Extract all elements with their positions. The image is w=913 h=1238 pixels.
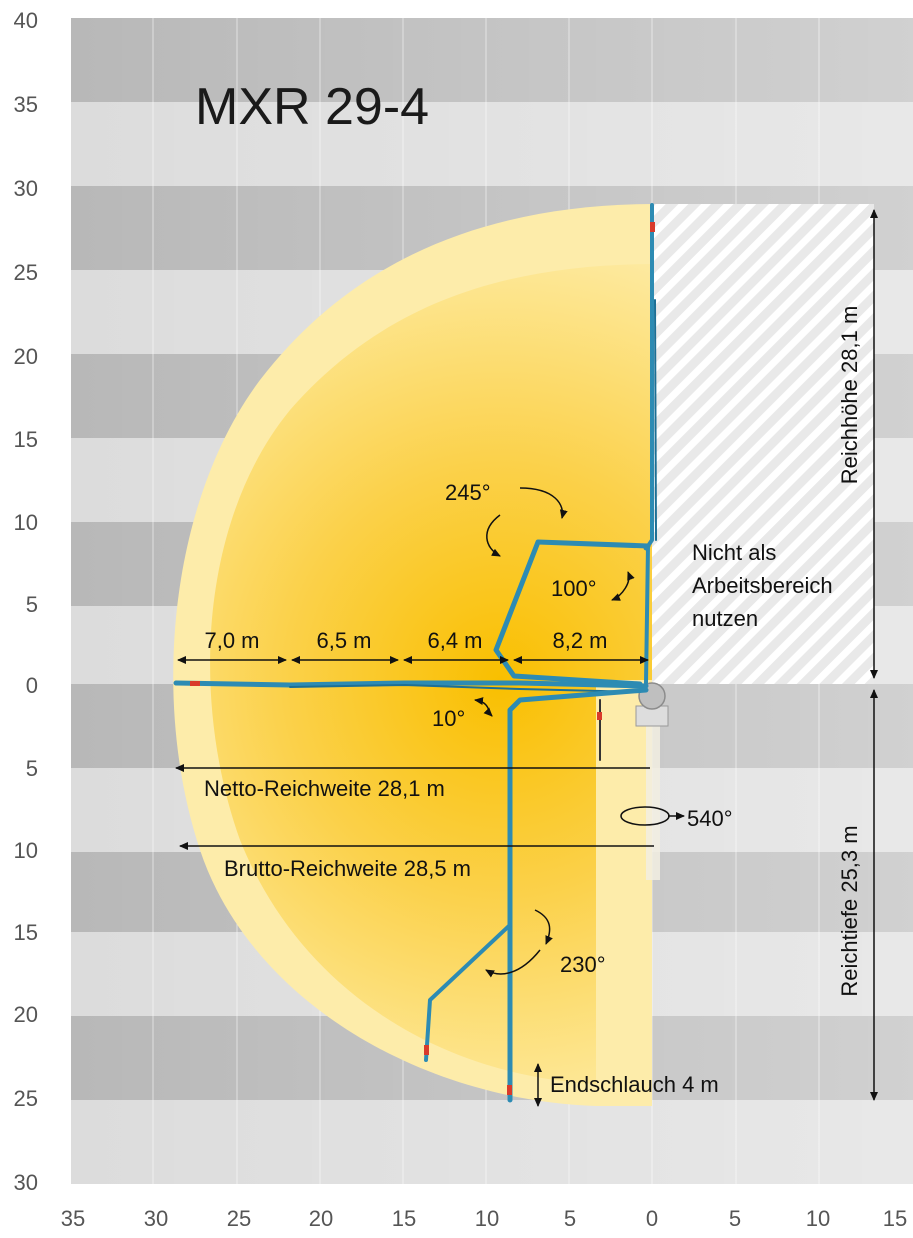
angle-230-label: 230° — [560, 952, 606, 977]
y-label: 25 — [14, 260, 38, 285]
segment-label: 8,2 m — [552, 628, 607, 653]
x-label: 5 — [564, 1206, 576, 1231]
angle-100-label: 100° — [551, 576, 597, 601]
angle-10-label: 10° — [432, 706, 465, 731]
y-label: 40 — [14, 8, 38, 33]
no-work-area-line1: Nicht als — [692, 540, 776, 565]
x-label: 35 — [61, 1206, 85, 1231]
y-label: 10 — [14, 838, 38, 863]
x-label: 25 — [227, 1206, 251, 1231]
boom-tips — [190, 222, 655, 1095]
y-label: 35 — [14, 92, 38, 117]
end-hose-label: Endschlauch 4 m — [550, 1072, 719, 1097]
y-label: 0 — [26, 673, 38, 698]
reach-arrows — [175, 764, 654, 850]
y-label: 15 — [14, 427, 38, 452]
x-label: 30 — [144, 1206, 168, 1231]
brutto-reach-label: Brutto-Reichweite 28,5 m — [224, 856, 471, 881]
chart-title: MXR 29-4 — [195, 78, 429, 136]
vertical-dimensions — [534, 209, 878, 1107]
angle-540-label: 540° — [687, 806, 733, 831]
y-label: 30 — [14, 1170, 38, 1195]
x-label: 15 — [883, 1206, 907, 1231]
angle-arrows — [474, 487, 685, 978]
segment-label: 7,0 m — [204, 628, 259, 653]
y-label: 5 — [26, 592, 38, 617]
reach-zone — [173, 204, 653, 1106]
no-work-area-line3: nutzen — [692, 606, 758, 631]
x-label: 10 — [806, 1206, 830, 1231]
y-label: 20 — [14, 1002, 38, 1027]
y-label: 5 — [26, 756, 38, 781]
y-label: 30 — [14, 176, 38, 201]
x-label: 5 — [729, 1206, 741, 1231]
y-label: 10 — [14, 510, 38, 535]
reach-height-label: Reichhöhe 28,1 m — [837, 306, 862, 485]
segment-label: 6,5 m — [316, 628, 371, 653]
x-label: 20 — [309, 1206, 333, 1231]
y-label: 20 — [14, 344, 38, 369]
x-label: 10 — [475, 1206, 499, 1231]
y-axis-labels: 40 35 30 25 20 15 10 5 0 5 10 15 20 25 3… — [14, 8, 38, 1195]
reach-depth-label: Reichtiefe 25,3 m — [837, 825, 862, 996]
netto-reach-label: Netto-Reichweite 28,1 m — [204, 776, 445, 801]
no-work-area-line2: Arbeitsbereich — [692, 573, 833, 598]
boom-lines — [173, 203, 657, 1103]
x-axis-labels: 35 30 25 20 15 10 5 0 5 10 15 — [61, 1206, 907, 1231]
y-label: 15 — [14, 920, 38, 945]
x-label: 0 — [646, 1206, 658, 1231]
no-work-area — [652, 204, 874, 684]
y-label: 25 — [14, 1086, 38, 1111]
angle-245-label: 245° — [445, 480, 491, 505]
segment-label: 6,4 m — [427, 628, 482, 653]
x-label: 15 — [392, 1206, 416, 1231]
